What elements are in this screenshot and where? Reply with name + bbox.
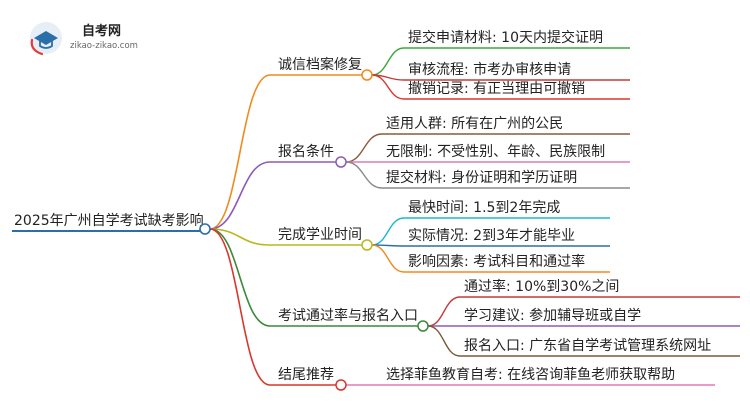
leaf-connector: [427, 325, 461, 357]
leaf-topic[interactable]: 提交材料: 身份证明和学历证明: [386, 169, 577, 186]
branch-collapse-toggle[interactable]: [335, 379, 347, 391]
leaf-topic[interactable]: 选择菲鱼教育自考: 在线咨询菲鱼老师获取帮助: [386, 366, 675, 383]
branch-collapse-toggle[interactable]: [335, 156, 347, 168]
logo-title: 自考网: [82, 23, 121, 39]
leaf-topic[interactable]: 适用人群: 所有在广州的公民: [386, 116, 563, 132]
site-logo[interactable]: 自考网 zikao-zikao.com: [30, 22, 138, 56]
branch-topic[interactable]: 考试通过率与报名入口: [278, 307, 418, 324]
leaf-topic[interactable]: 最快时间: 1.5到2年完成: [408, 200, 560, 216]
leaf-topic[interactable]: 报名入口: 广东省自学考试管理系统网址: [464, 338, 711, 354]
branch-connector: [209, 228, 271, 386]
logo-swoosh-icon: [30, 38, 44, 56]
leaf-topic[interactable]: 影响因素: 考试科目和通过率: [408, 253, 585, 270]
branch-topic[interactable]: 完成学业时间: [278, 227, 362, 243]
leaf-connector: [371, 74, 405, 100]
branch-connector: [209, 74, 271, 230]
branch-connector: [209, 228, 271, 246]
branch-topic[interactable]: 报名条件: [278, 143, 334, 160]
leaf-connector: [345, 133, 383, 163]
branch-connector: [209, 161, 271, 230]
leaf-topic[interactable]: 通过率: 10%到30%之间: [464, 278, 619, 295]
branch-connector: [209, 228, 271, 327]
leaf-topic[interactable]: 审核流程: 市考办审核申请: [408, 61, 571, 78]
leaf-connector: [427, 296, 461, 327]
leaf-connector: [371, 217, 405, 246]
branch-topic[interactable]: 结尾推荐: [278, 367, 334, 383]
leaf-connector: [371, 47, 405, 76]
branch-topic[interactable]: 诚信档案修复: [278, 56, 362, 73]
leaf-connector: [371, 244, 405, 273]
leaf-topic[interactable]: 学习建议: 参加辅导班或自学: [464, 307, 641, 324]
root-topic[interactable]: 2025年广州自学考试缺考影响: [14, 213, 204, 229]
branch-collapse-toggle[interactable]: [417, 320, 429, 332]
leaf-topic[interactable]: 撤销记录: 有正当理由可撤销: [408, 81, 585, 97]
leaf-topic[interactable]: 实际情况: 2到3年才能毕业: [408, 228, 575, 244]
leaf-topic[interactable]: 无限制: 不受性别、年龄、民族限制: [386, 144, 605, 160]
branch-collapse-toggle[interactable]: [361, 69, 373, 81]
branch-collapse-toggle[interactable]: [361, 239, 373, 251]
leaf-topic[interactable]: 提交申请材料: 10天内提交证明: [408, 29, 603, 46]
root-collapse-toggle[interactable]: [199, 223, 211, 235]
logo-subtitle: zikao-zikao.com: [70, 41, 138, 51]
leaf-connector: [345, 161, 383, 189]
